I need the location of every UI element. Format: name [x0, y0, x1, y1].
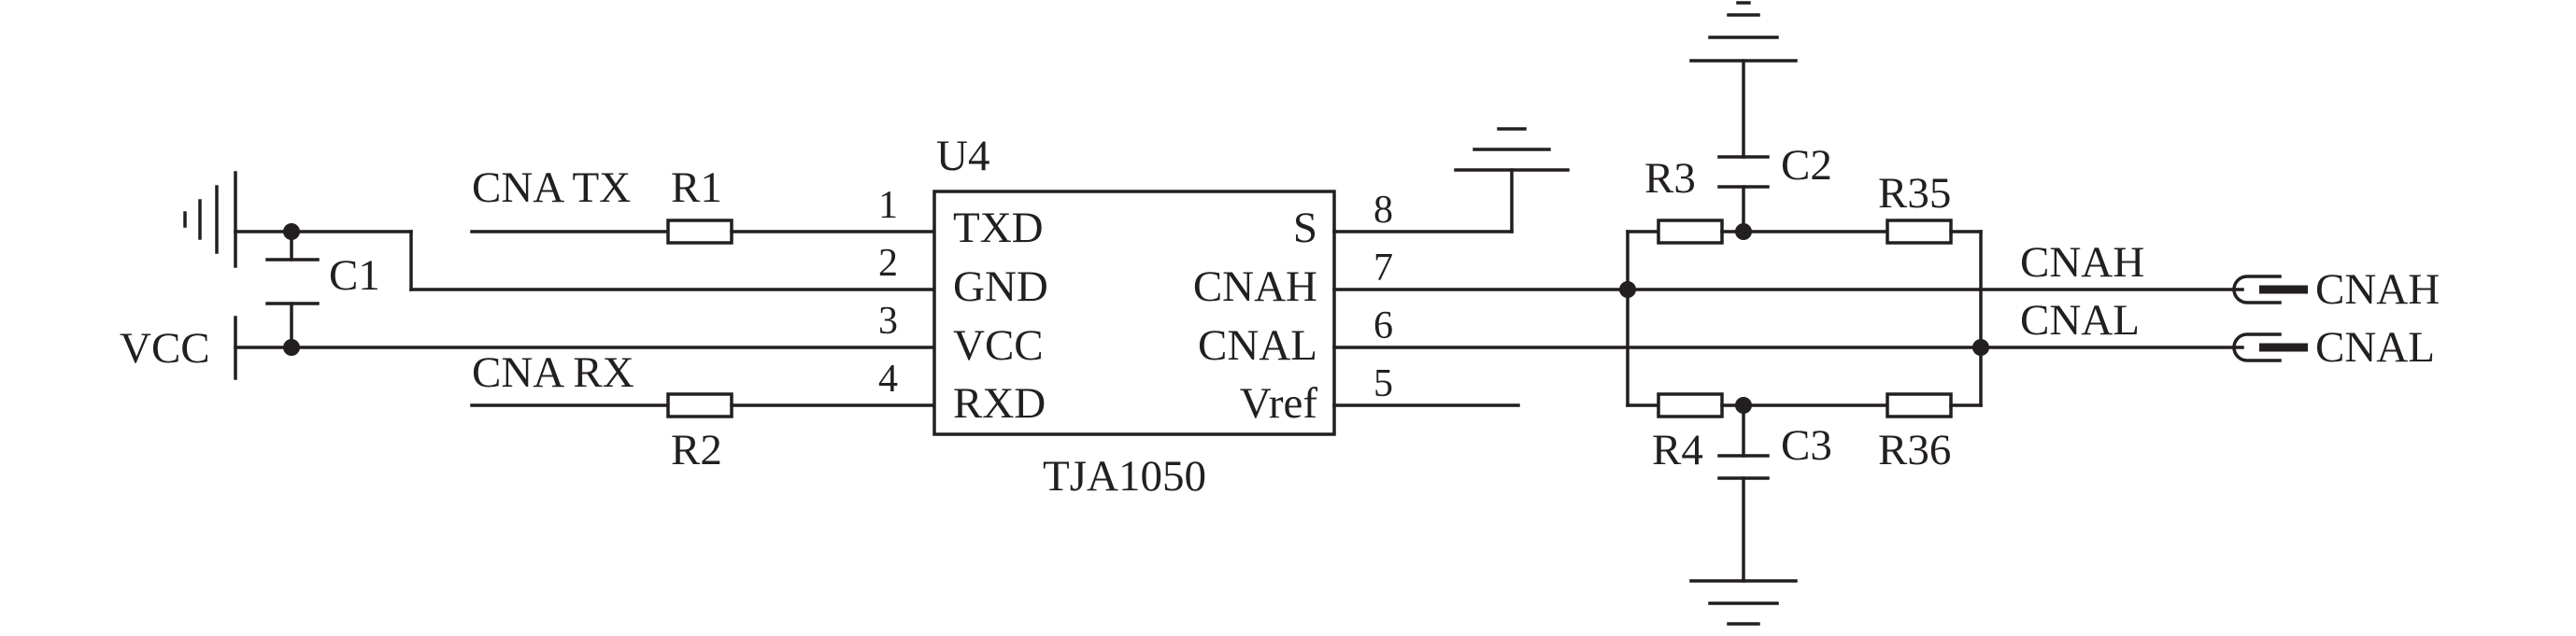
- connector-canl-symbol: [2232, 332, 2308, 362]
- c3-label: C3: [1781, 421, 1832, 470]
- resistor-r36: [1886, 392, 1953, 418]
- capacitor-c2: [1717, 59, 1770, 233]
- junction-canh-rail: [1619, 281, 1636, 298]
- pin-name-rxd: RXD: [953, 379, 1046, 428]
- pin-number-2: 2: [878, 242, 898, 285]
- capacitor-c1: [265, 230, 320, 349]
- connector-canh-symbol: [2232, 275, 2308, 304]
- r35-label: R35: [1878, 169, 1951, 218]
- canh-net-label: CNAH: [2020, 238, 2144, 287]
- junction-r4-c3: [1735, 397, 1752, 414]
- rx-net-label: CNA RX: [472, 348, 634, 397]
- pin-number-4: 4: [878, 358, 898, 401]
- ground-symbol-s: [1454, 127, 1570, 172]
- pin-name-gnd: GND: [953, 262, 1048, 311]
- pin-number-1: 1: [878, 184, 898, 227]
- canl-net-label: CNAL: [2020, 296, 2140, 345]
- r2-label: R2: [671, 426, 722, 474]
- tx-net-label: CNA TX: [472, 163, 631, 212]
- pin-number-8: 8: [1373, 189, 1393, 232]
- pin-name-vcc: VCC: [953, 321, 1044, 370]
- connector-canh-label: CNAH: [2315, 265, 2440, 314]
- ic-ref-label: U4: [936, 132, 989, 180]
- pin-name-cnah: CNAH: [1193, 262, 1317, 311]
- pin-name-txd: TXD: [953, 204, 1044, 252]
- pin-number-3: 3: [878, 300, 898, 343]
- r4-label: R4: [1652, 426, 1703, 474]
- resistor-r4: [1657, 392, 1724, 418]
- c1-label: C1: [329, 251, 380, 300]
- junction-c1-top: [283, 223, 300, 240]
- r36-label: R36: [1878, 426, 1951, 474]
- resistor-r2: [666, 392, 733, 418]
- pin-name-s: S: [1293, 204, 1317, 252]
- connector-canl-label: CNAL: [2315, 323, 2435, 372]
- pin-number-6: 6: [1373, 304, 1393, 347]
- c2-label: C2: [1781, 141, 1832, 190]
- capacitor-c3: [1717, 403, 1770, 583]
- pin-number-7: 7: [1373, 247, 1393, 290]
- pin-number-5: 5: [1373, 362, 1393, 405]
- ground-symbol-left: [183, 171, 237, 268]
- pin-name-vref: Vref: [1240, 379, 1318, 428]
- resistor-r35: [1886, 219, 1953, 245]
- r1-label: R1: [671, 163, 722, 212]
- ic-u4-body: [932, 190, 1336, 436]
- ground-symbol-top: [1689, 1, 1798, 63]
- vcc-net-label: VCC: [120, 324, 210, 373]
- ic-part-label: TJA1050: [1043, 452, 1206, 501]
- r3-label: R3: [1644, 154, 1696, 203]
- resistor-r1: [666, 219, 733, 245]
- junction-r3-c2: [1735, 223, 1752, 240]
- junction-canl-rail: [1972, 339, 1989, 356]
- resistor-r3: [1657, 219, 1724, 245]
- pin-name-cnal: CNAL: [1198, 321, 1317, 370]
- ground-symbol-bottom: [1689, 579, 1798, 626]
